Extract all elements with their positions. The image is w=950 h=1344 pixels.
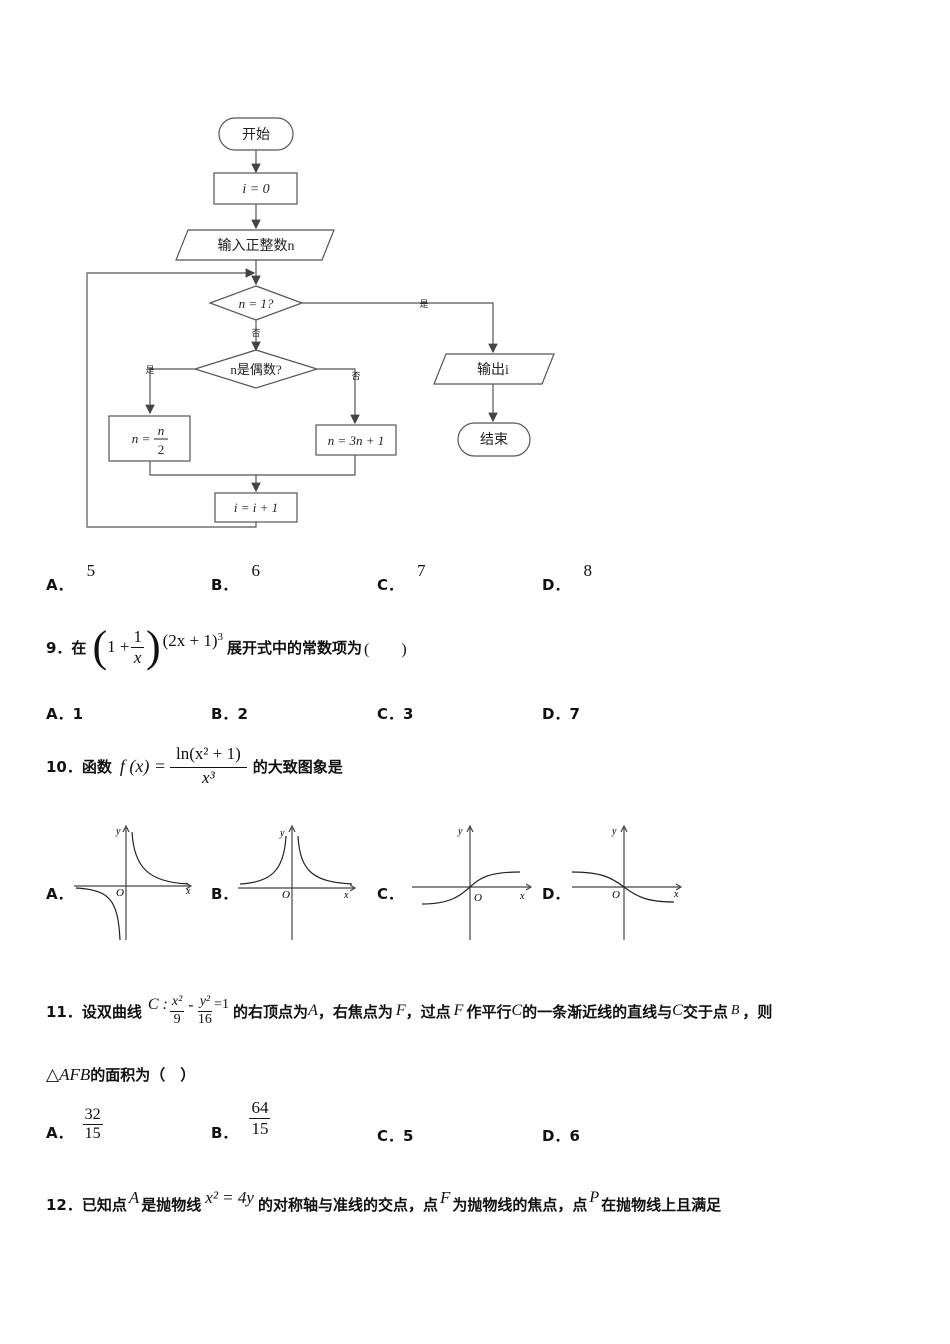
q10-option-d-label[interactable]: D．: [542, 885, 570, 903]
input-box: [175, 229, 335, 261]
question-11-line2: △AFB 的面积为（ ）: [46, 1064, 196, 1085]
odd-label: n = 3n + 1: [328, 433, 385, 448]
input-label: 输入正整数n: [218, 238, 295, 254]
q9-option-c[interactable]: C．3: [377, 705, 414, 723]
start-label: 开始: [242, 127, 270, 143]
axis-x: x: [185, 886, 191, 897]
even-label-den: 2: [158, 442, 165, 457]
question-10: 10．函数 f (x) = ln(x² + 1)x³ 的大致图象是: [46, 744, 343, 787]
no-label-2: 否: [351, 371, 360, 381]
q11-option-d[interactable]: D．6: [542, 1127, 580, 1145]
cond1-label: n = 1?: [239, 296, 274, 311]
output-label: 输出i: [477, 362, 509, 378]
even-label-eq: n =: [132, 431, 151, 446]
end-label: 结束: [480, 432, 508, 448]
q8-option-d[interactable]: D．8: [542, 561, 592, 594]
even-label-num: n: [158, 423, 165, 438]
end-terminal: [457, 422, 531, 457]
q10-graph-c[interactable]: y x O: [410, 822, 535, 944]
init-label: i = 0: [242, 182, 269, 197]
origin: O: [282, 889, 290, 901]
origin: O: [474, 892, 482, 904]
cond2-diamond: [192, 349, 320, 389]
q8-option-c[interactable]: C．7: [377, 561, 426, 594]
q8-option-a[interactable]: A．5: [46, 561, 96, 594]
q10-graph-b[interactable]: y x O: [234, 822, 359, 944]
output-box: [433, 353, 555, 385]
q9-option-a[interactable]: A．1: [46, 705, 84, 723]
yes-label-2: 是: [145, 365, 154, 375]
q9-option-d[interactable]: D．7: [542, 705, 580, 723]
axis-y: y: [115, 826, 121, 837]
q8-option-b[interactable]: B．6: [211, 561, 260, 594]
flowchart: 开始 i = 0 输入正整数n n = 1? 否 是 n是偶数? 是 否 n =…: [86, 117, 555, 528]
no-label-1: 否: [251, 328, 260, 338]
origin: O: [116, 887, 124, 899]
origin: O: [612, 889, 620, 901]
cond2-label: n是偶数?: [230, 362, 282, 377]
axis-y: y: [279, 828, 285, 839]
q10-option-a-label[interactable]: A．: [46, 885, 73, 903]
q9-option-b[interactable]: B．2: [211, 705, 248, 723]
axis-y: y: [611, 826, 617, 837]
q10-option-b-label[interactable]: B．: [211, 885, 238, 903]
q10-graph-a[interactable]: y x O: [70, 822, 195, 944]
q11-option-c[interactable]: C．5: [377, 1127, 414, 1145]
yes-label-1: 是: [419, 299, 428, 309]
odd-box: [315, 424, 397, 456]
q10-option-c-label[interactable]: C．: [377, 885, 404, 903]
inc-label: i = i + 1: [234, 500, 278, 515]
axis-x: x: [673, 889, 679, 900]
question-12: 12．已知点 A 是抛物线 x² = 4y 的对称轴与准线的交点，点 F 为抛物…: [46, 1188, 722, 1214]
axis-x: x: [343, 890, 349, 901]
axis-x: x: [519, 891, 525, 902]
q10-graph-d[interactable]: y x O: [568, 822, 693, 944]
axis-y: y: [457, 826, 463, 837]
